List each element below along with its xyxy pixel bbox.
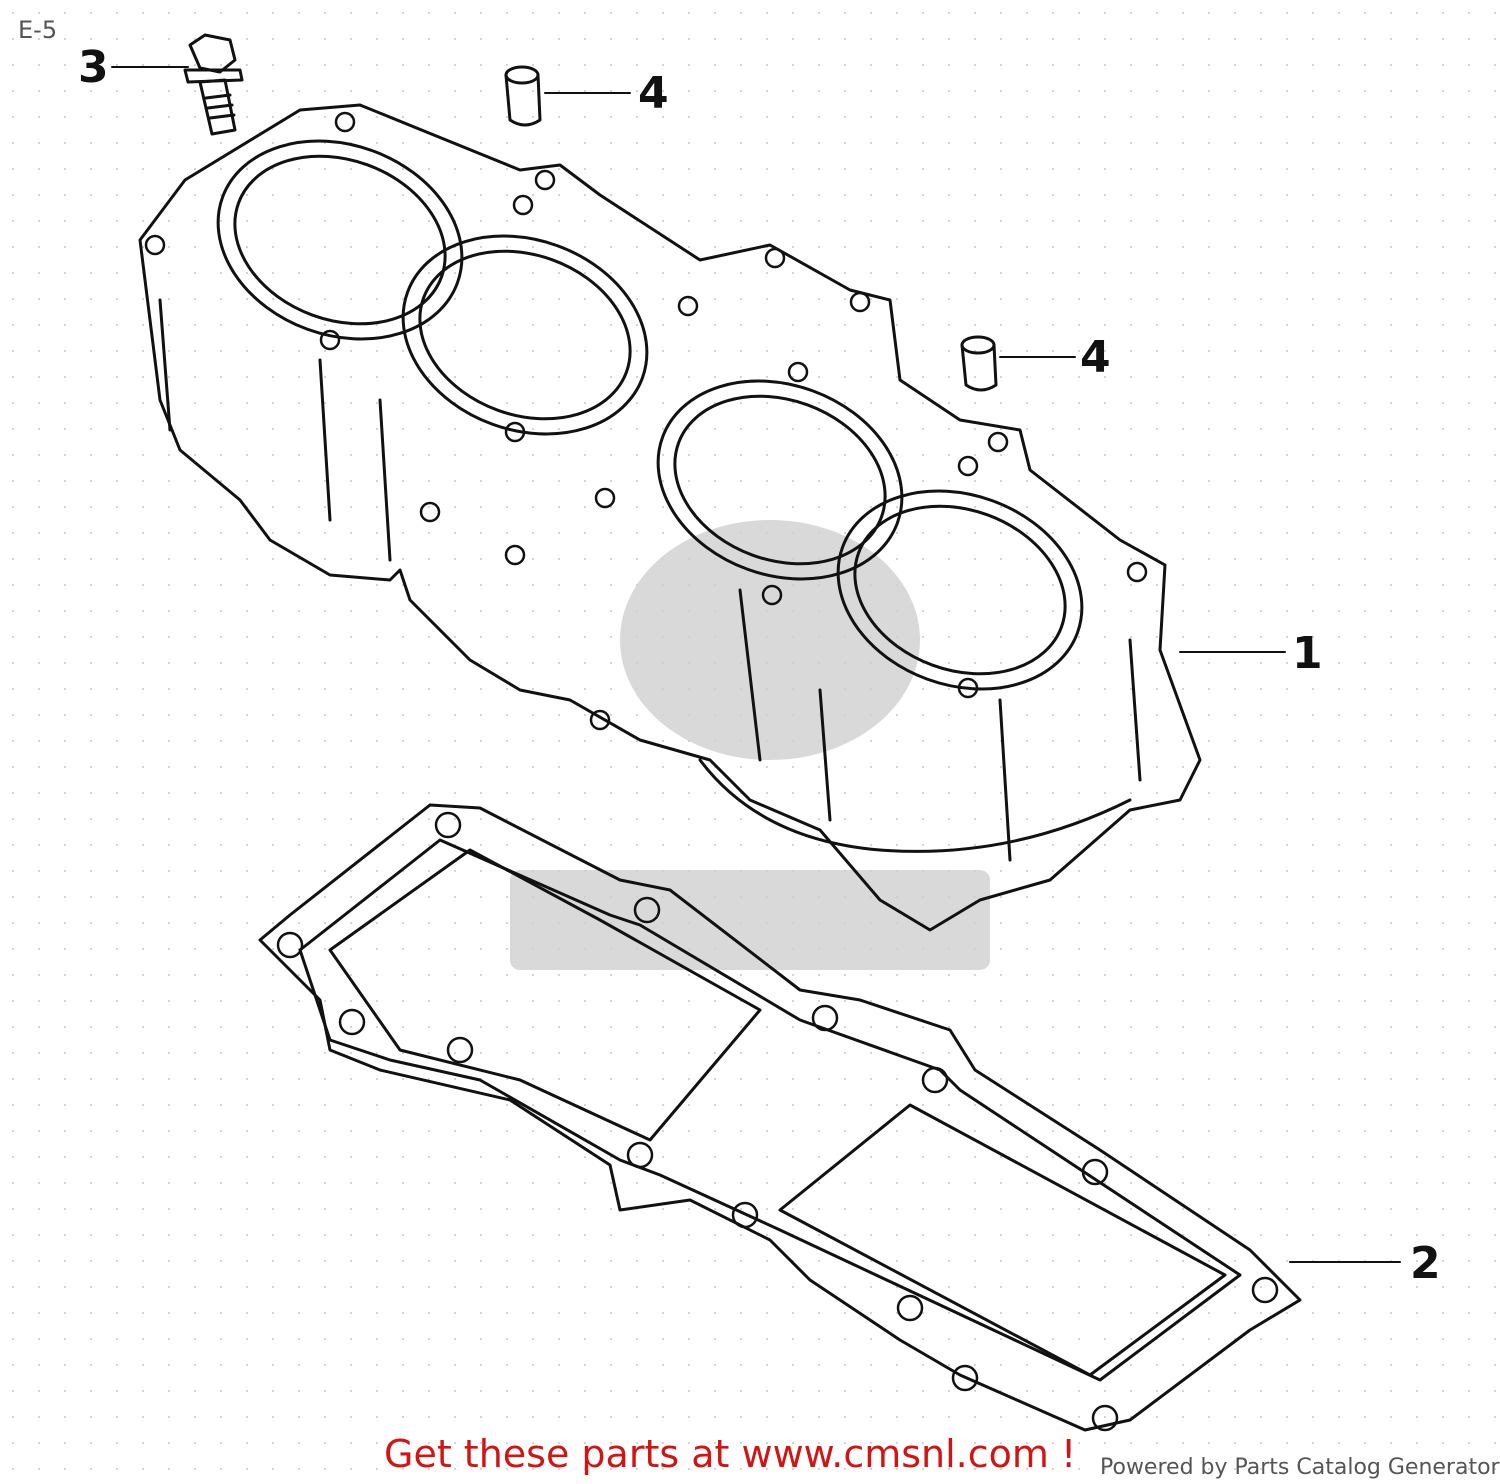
dowel-pin xyxy=(504,65,542,127)
callout-label: 4 xyxy=(638,68,669,119)
callout-label: 3 xyxy=(78,42,109,93)
diagram-code: E-5 xyxy=(18,16,58,44)
dowel-pin xyxy=(960,335,998,392)
watermark-logo xyxy=(510,520,990,970)
cylinder-gasket xyxy=(258,803,1302,1432)
cylinder-block xyxy=(138,103,1202,932)
callout-leaders xyxy=(111,66,1401,1263)
callout-label: 1 xyxy=(1292,628,1323,679)
flange-bolt xyxy=(183,33,244,136)
callout-label: 4 xyxy=(1080,332,1111,383)
callout-label: 2 xyxy=(1410,1238,1441,1289)
promo-link[interactable]: Get these parts at www.cmsnl.com ! xyxy=(384,1432,1077,1476)
powered-by-text: Powered by Parts Catalog Generator xyxy=(1100,1455,1500,1480)
